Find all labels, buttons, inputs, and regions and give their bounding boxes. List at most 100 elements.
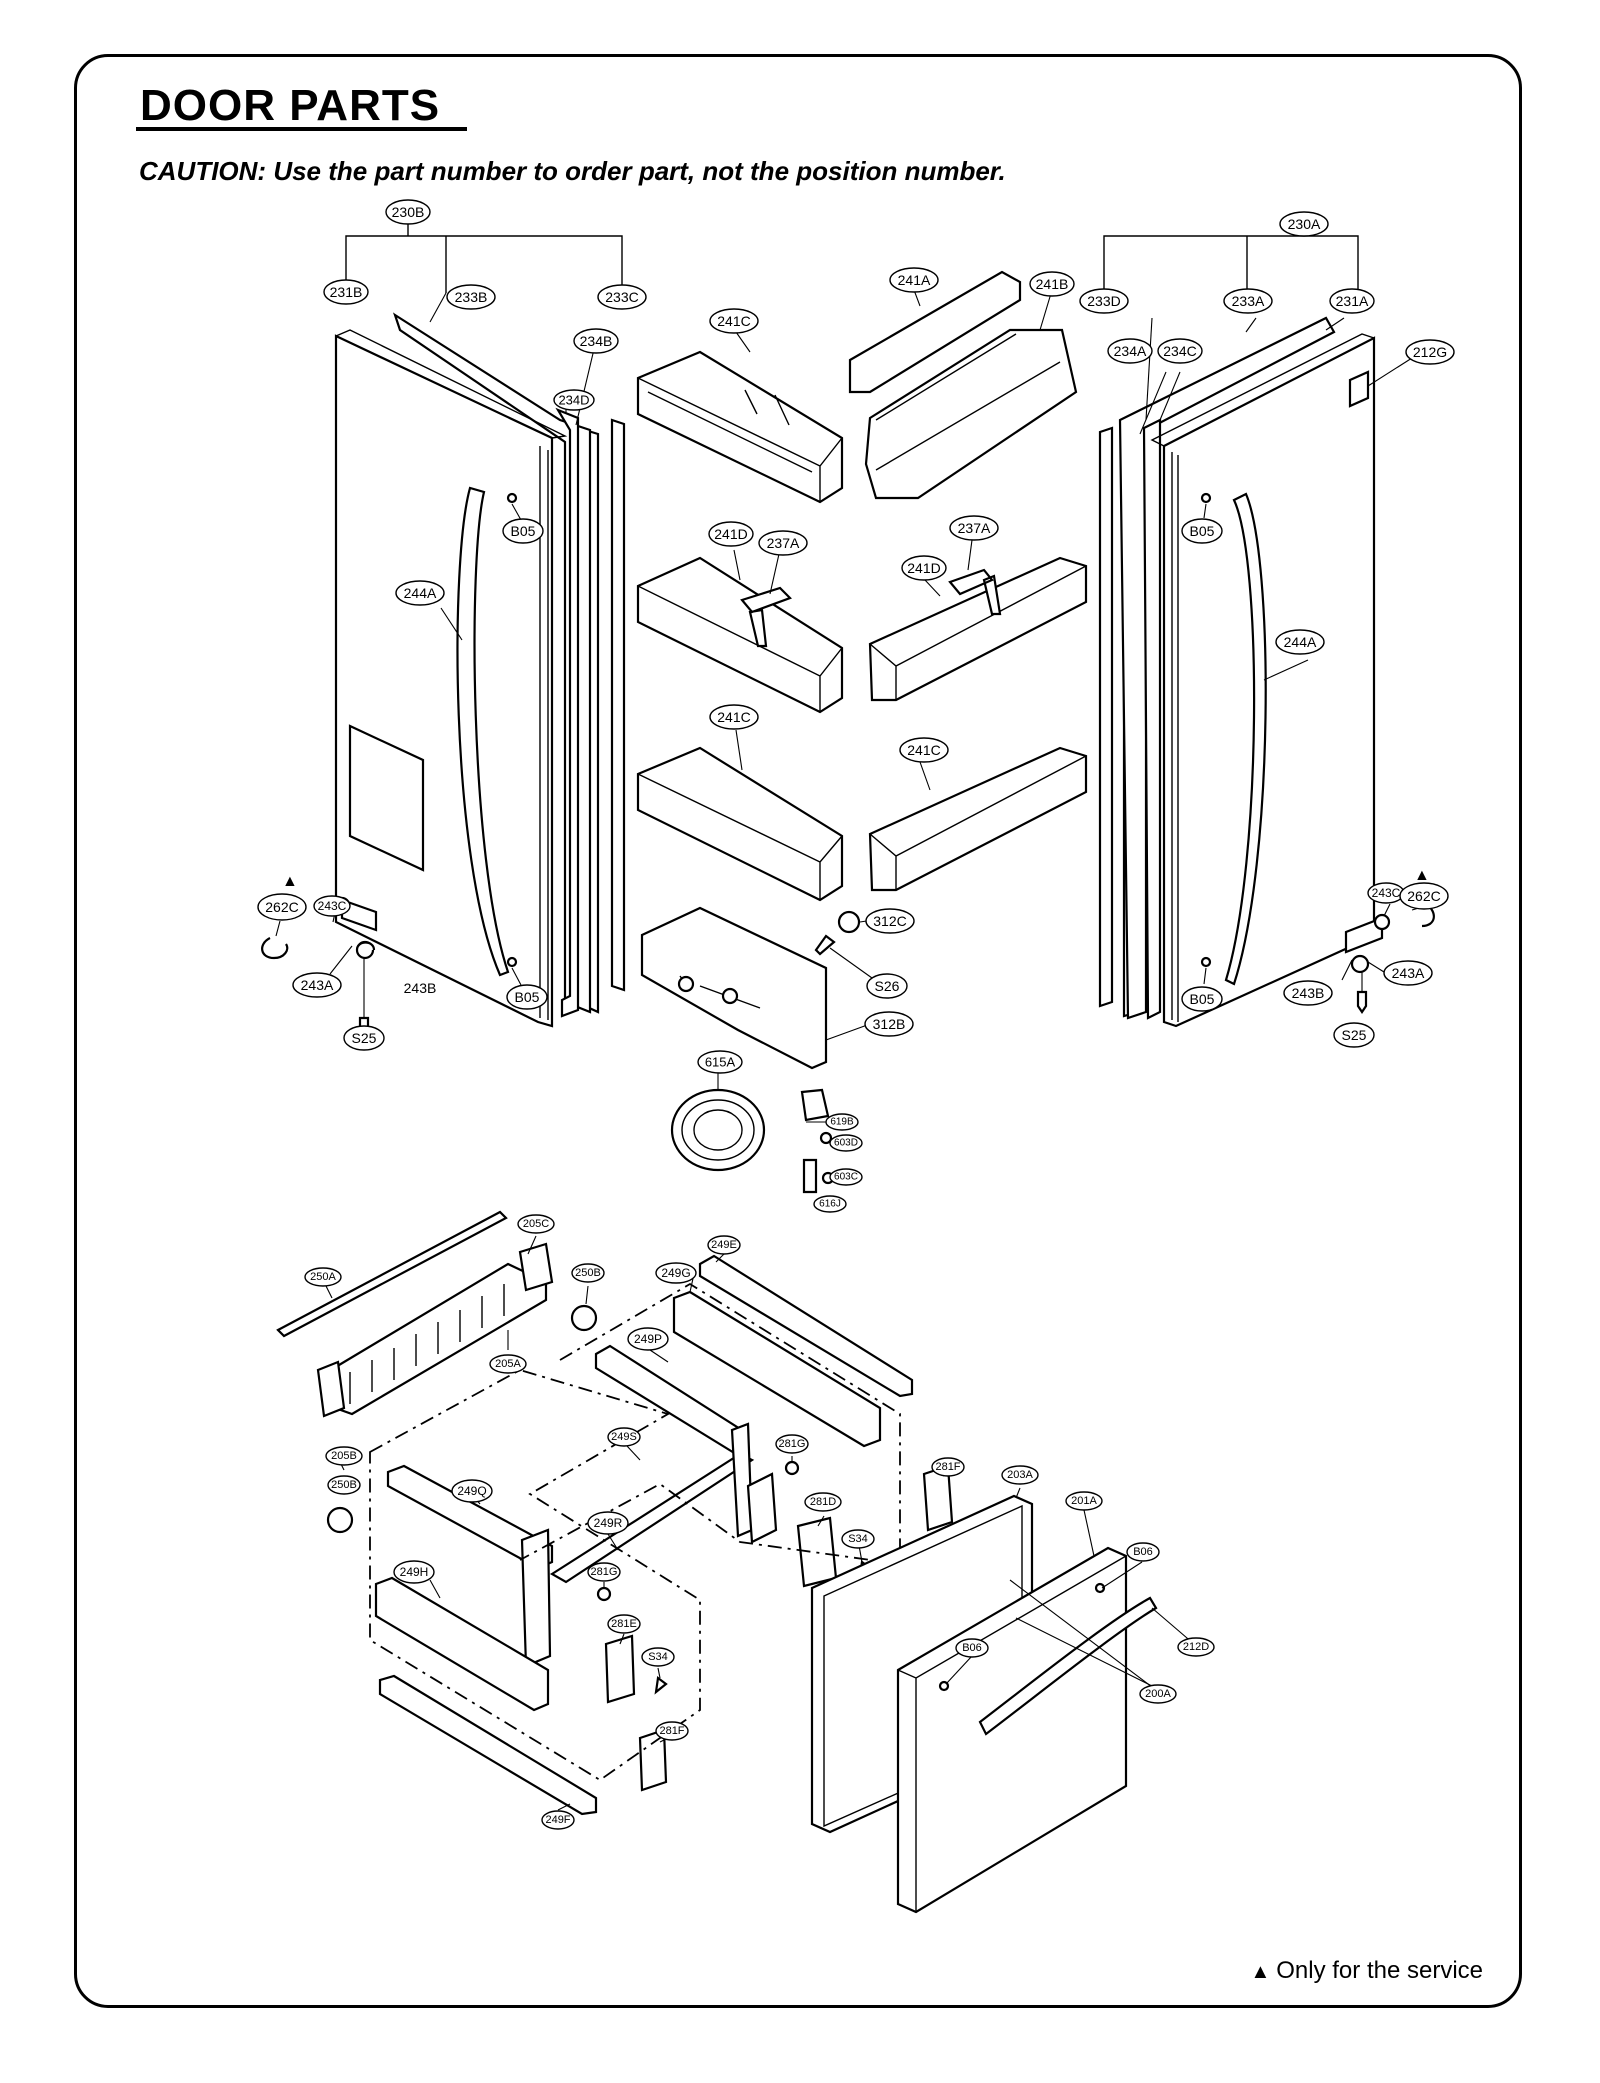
callout-200a-text: 200A: [1145, 1688, 1171, 1700]
callout-230a: 230A: [1279, 211, 1329, 237]
drawer-handle-212d: [978, 1596, 1158, 1736]
callout-281g-2-text: 281G: [591, 1566, 618, 1578]
callout-249g-text: 249G: [661, 1266, 690, 1280]
callout-619b: 619B: [825, 1113, 859, 1131]
callout-281f-1: 281F: [931, 1457, 965, 1477]
callout-603d: 603D: [829, 1134, 863, 1152]
callout-labels: 230B 231B 233B 233C 234B 234D B05 244A 2…: [257, 199, 1455, 1830]
basket-205a: [322, 1262, 548, 1416]
callout-241c-3: 241C: [899, 737, 949, 763]
callout-243b-b-text: 243B: [1292, 985, 1325, 1001]
callout-241c-3-text: 241C: [907, 742, 940, 758]
callout-231b-text: 231B: [330, 284, 363, 300]
callout-b05-c: B05: [1181, 518, 1223, 544]
callout-s34-a: S34: [841, 1529, 875, 1549]
callout-205c: 205C: [517, 1214, 555, 1234]
callout-243a-b-text: 243A: [1392, 965, 1425, 981]
callout-241c-1-text: 241C: [717, 313, 750, 329]
callout-b05-b: B05: [506, 984, 548, 1010]
rail-249f: [378, 1674, 598, 1816]
page-title: DOOR PARTS: [140, 81, 441, 130]
callout-230a-text: 230A: [1288, 216, 1321, 232]
callout-b05-b-text: B05: [515, 989, 540, 1005]
callout-s34-b-text: S34: [648, 1651, 668, 1663]
callout-249p: 249P: [627, 1327, 669, 1351]
callout-250b-1: 250B: [571, 1263, 605, 1283]
callout-249p-text: 249P: [634, 1332, 662, 1346]
callout-b06-a: B06: [1126, 1542, 1160, 1562]
callout-203a-text: 203A: [1007, 1469, 1033, 1481]
callout-233c-text: 233C: [605, 289, 638, 305]
callout-234a-text: 234A: [1114, 343, 1147, 359]
callout-249h: 249H: [393, 1560, 435, 1584]
gasket-233c: [610, 418, 626, 992]
callout-212g-text: 212G: [1413, 344, 1447, 360]
callout-231b: 231B: [323, 279, 369, 305]
callout-281f-2: 281F: [655, 1721, 689, 1741]
liner-234c: [1142, 418, 1162, 1020]
callout-s25-a-text: S25: [352, 1030, 377, 1046]
callout-312b-text: 312B: [873, 1016, 906, 1032]
callout-262c-b: 262C: [1399, 882, 1449, 910]
gasket-233d: [1098, 426, 1114, 1008]
callout-249r: 249R: [587, 1511, 629, 1535]
callout-244a-a: 244A: [395, 580, 445, 606]
callout-233c: 233C: [597, 284, 647, 310]
callout-237a-1-text: 237A: [767, 535, 800, 551]
callout-241d-1: 241D: [708, 521, 754, 547]
callout-244a-a-text: 244A: [404, 585, 437, 601]
callout-s34-b: S34: [641, 1647, 675, 1667]
callout-203a: 203A: [1001, 1465, 1039, 1485]
callout-281f-1-text: 281F: [935, 1461, 960, 1473]
callout-243a-a-text: 243A: [301, 977, 334, 993]
left-door-assembly: ▲: [261, 224, 626, 1040]
callout-234d-text: 234D: [558, 393, 589, 408]
callout-b05-c-text: B05: [1190, 523, 1215, 539]
callout-243c-b: 243C: [1367, 882, 1405, 904]
dispenser-window: [348, 724, 425, 872]
gear-250b-top: [570, 1304, 598, 1332]
callout-243c-a: 243C: [313, 895, 351, 917]
callout-243a-a: 243A: [292, 972, 342, 998]
callout-241c-1: 241C: [709, 308, 759, 334]
callout-241d-1-text: 241D: [714, 526, 747, 542]
callout-243c-a-text: 243C: [318, 899, 347, 913]
egg-tray-237a-right: [948, 568, 1002, 616]
title-underline: [136, 127, 467, 131]
callout-262c-b-text: 262C: [1407, 888, 1440, 904]
knob-312c: [837, 910, 861, 934]
callout-281g-2: 281G: [587, 1562, 621, 1582]
callout-233d: 233D: [1079, 288, 1129, 314]
callout-312b: 312B: [864, 1011, 914, 1037]
callout-281e: 281E: [607, 1614, 641, 1634]
callout-244a-b: 244A: [1275, 629, 1325, 655]
right-door-panel: [1162, 336, 1376, 1028]
callout-603c: 603C: [829, 1168, 863, 1186]
callout-250a-text: 250A: [310, 1271, 336, 1283]
callout-250a: 250A: [304, 1267, 342, 1287]
callout-b05-a-text: B05: [511, 523, 536, 539]
callout-249g: 249G: [655, 1262, 697, 1284]
label-243b-a: 243B: [404, 980, 437, 996]
callout-212d: 212D: [1177, 1637, 1215, 1657]
gear-250b-bottom: [326, 1506, 354, 1534]
callout-281g-1: 281G: [775, 1434, 809, 1454]
callout-249q: 249Q: [451, 1479, 493, 1503]
callout-234c: 234C: [1157, 338, 1203, 364]
callout-b06-b-text: B06: [962, 1642, 982, 1654]
callout-201a-text: 201A: [1071, 1495, 1097, 1507]
bracket-249h: [374, 1576, 550, 1712]
callout-230b-text: 230B: [392, 204, 425, 220]
triangle-marker-icon: ▲: [1250, 1961, 1271, 1983]
callout-s26-text: S26: [875, 978, 900, 994]
callout-262c-a: 262C: [257, 893, 307, 921]
page-frame: [74, 54, 1522, 2008]
callout-249q-text: 249Q: [457, 1484, 486, 1498]
callout-s25-b: S25: [1333, 1022, 1375, 1048]
callout-205a-text: 205A: [495, 1358, 521, 1370]
callout-205a: 205A: [489, 1354, 527, 1374]
callout-b05-a: B05: [502, 518, 544, 544]
callout-249f-text: 249F: [545, 1814, 570, 1826]
callout-234b: 234B: [573, 328, 619, 354]
